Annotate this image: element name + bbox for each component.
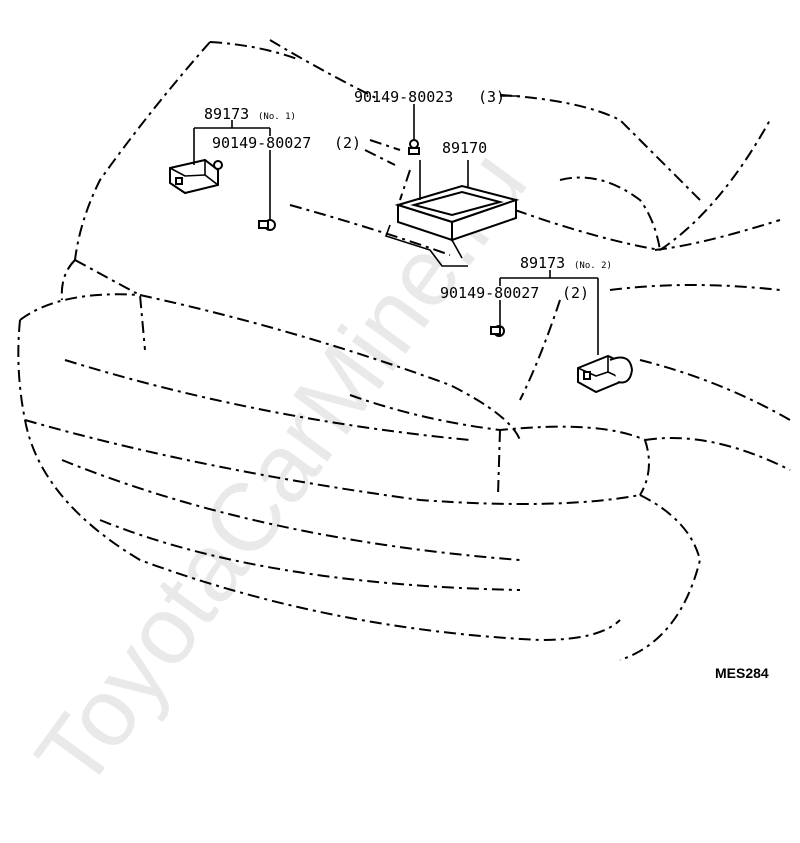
label-bolt-no2: 90149-80027 (2) — [440, 284, 589, 302]
screw-top — [408, 104, 420, 155]
ecu-module — [384, 184, 520, 267]
label-ecu-partno: 89170 — [442, 139, 487, 157]
label-sensor-no1: 89173 (No. 1) — [204, 105, 296, 123]
label-screw-top-partno: 90149-80023 — [354, 88, 453, 106]
label-ecu: 89170 — [442, 139, 487, 157]
bolt-no2 — [490, 325, 505, 337]
leader-lines — [193, 95, 599, 355]
label-bolt-no1: 90149-80027 (2) — [212, 134, 361, 152]
label-sensor-no1-sub: (No. 1) — [258, 112, 296, 122]
label-sensor-no1-partno: 89173 — [204, 105, 249, 123]
sensor-no2 — [577, 354, 634, 394]
label-sensor-no2: 89173 (No. 2) — [520, 254, 612, 272]
label-screw-top: 90149-80023 (3) — [354, 88, 505, 106]
bolt-no1 — [258, 219, 276, 231]
label-screw-top-qty: (3) — [478, 88, 505, 106]
label-sensor-no2-partno: 89173 — [520, 254, 565, 272]
label-bolt-no2-qty: (2) — [562, 284, 589, 302]
label-bolt-no1-qty: (2) — [334, 134, 361, 152]
label-sensor-no2-sub: (No. 2) — [574, 261, 612, 271]
diagram-code: MES284 — [715, 665, 769, 681]
sensor-no1 — [169, 158, 223, 195]
car-body-outline — [17, 39, 791, 661]
label-bolt-no1-partno: 90149-80027 — [212, 134, 311, 152]
label-bolt-no2-partno: 90149-80027 — [440, 284, 539, 302]
